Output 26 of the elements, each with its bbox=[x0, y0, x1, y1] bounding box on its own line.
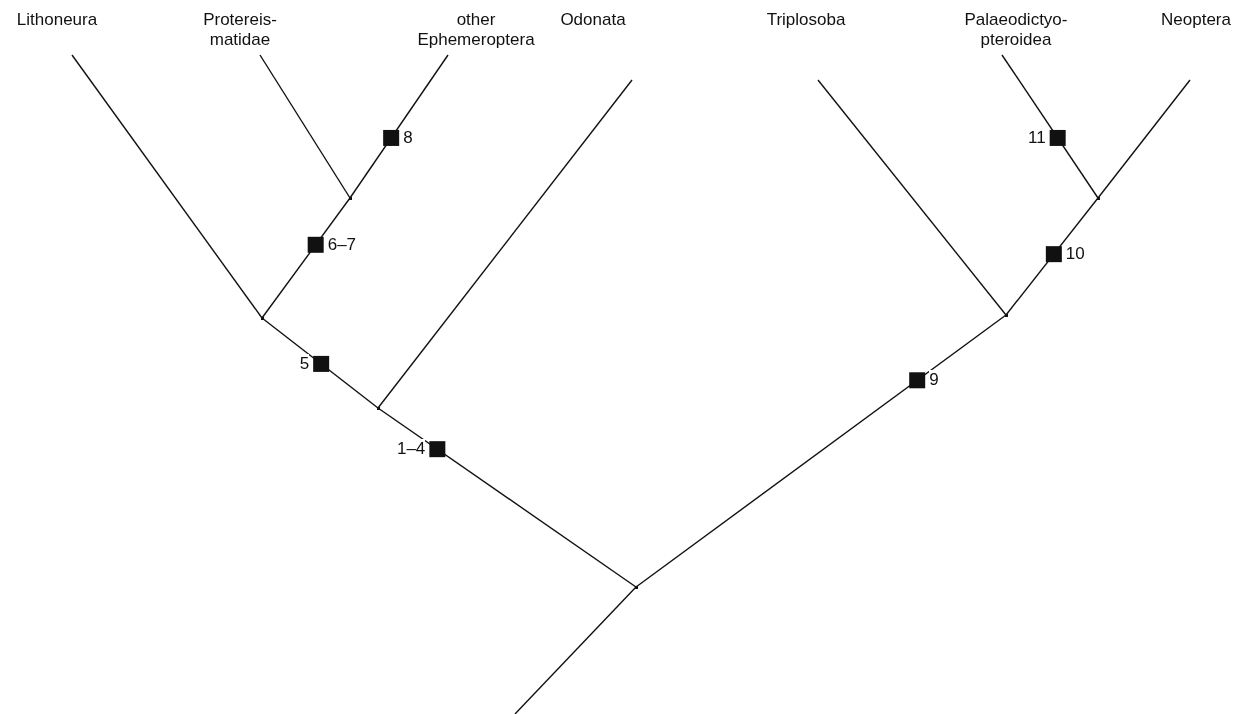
branch-line bbox=[377, 79, 633, 409]
branch-line bbox=[261, 317, 379, 409]
branch-line bbox=[1001, 54, 1099, 199]
branch-point bbox=[348, 196, 352, 200]
taxon-label: Protereis- matidae bbox=[202, 10, 278, 50]
taxon-label: Triplosoba bbox=[765, 10, 847, 30]
branch-line bbox=[1005, 197, 1099, 316]
branch-line bbox=[261, 197, 351, 319]
branch-point bbox=[1004, 313, 1008, 317]
branch-line bbox=[817, 79, 1007, 316]
branch-line bbox=[1097, 79, 1191, 199]
branch-point bbox=[260, 316, 264, 320]
taxon-label: other Ephemeroptera bbox=[416, 10, 536, 50]
branch-line bbox=[259, 54, 351, 199]
taxon-label: Lithoneura bbox=[15, 10, 99, 30]
branch-point bbox=[376, 406, 380, 410]
taxon-label: Palaeodictyo- pteroidea bbox=[963, 10, 1069, 50]
branch-line bbox=[349, 54, 449, 199]
branch-point bbox=[1096, 196, 1100, 200]
branch-line bbox=[71, 54, 263, 319]
branch-line bbox=[635, 314, 1007, 588]
taxon-label: Neoptera bbox=[1160, 10, 1232, 30]
taxon-label: Odonata bbox=[559, 10, 627, 30]
branch-line bbox=[377, 407, 637, 588]
branch-point bbox=[634, 585, 638, 589]
branch-line bbox=[514, 586, 637, 714]
